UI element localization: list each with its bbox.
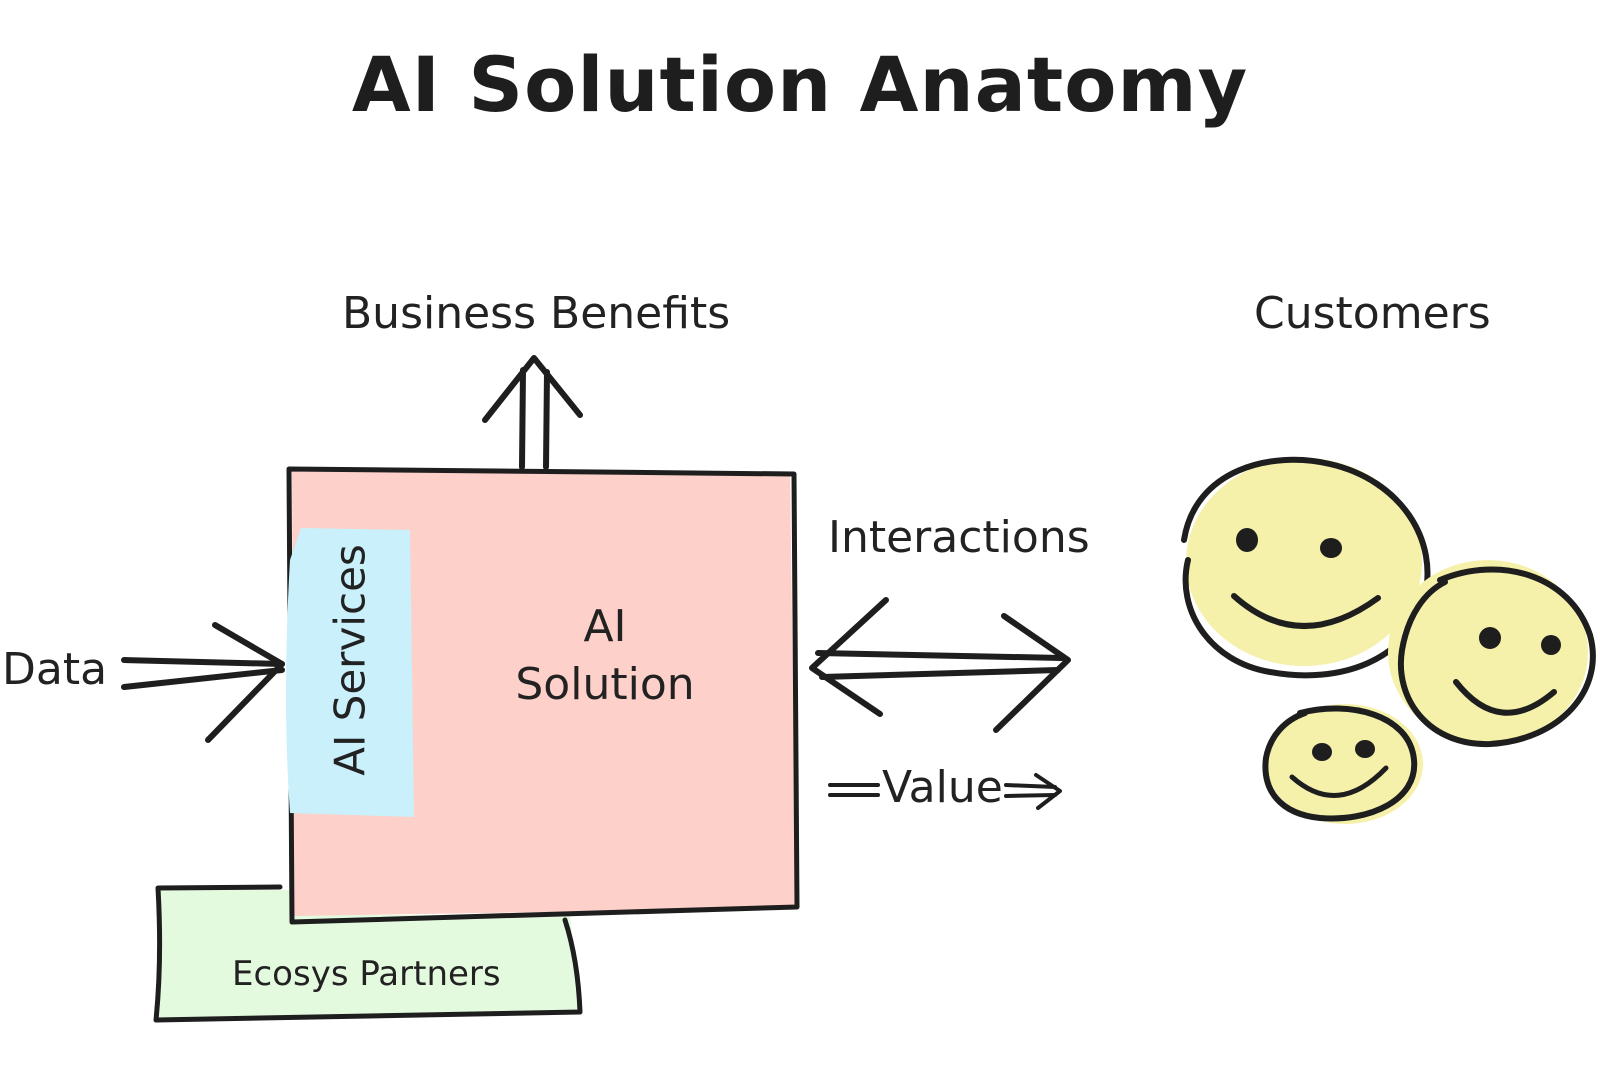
face-outline [1397,566,1596,748]
ai-solution-label-line1: AI [583,601,627,652]
ecosys-outline [153,884,583,1023]
business-benefits-arrow [482,355,583,470]
value-arrow [828,773,1062,810]
interactions-arrow [809,597,1071,733]
ai-solution-fill [292,470,796,916]
data-label: Data [2,644,108,695]
page-title: AI Solution Anatomy [351,40,1249,129]
face-fill [1388,560,1588,744]
face-fill [1186,458,1422,666]
ai-solution-label: AI Solution [480,598,730,714]
ecosys-fill [158,890,580,1018]
value-label: Value [882,762,1003,813]
smiley-face-icon [1262,704,1423,824]
smiley-face-icon [1388,560,1596,748]
ai-services-label: AI Services [325,544,375,776]
ecosys-partners-label: Ecosys Partners [232,954,501,994]
face-fill [1267,704,1423,824]
smiley-face-icon [1181,456,1431,679]
data-arrow [121,622,285,743]
interactions-label: Interactions [828,512,1090,563]
ai-services-box [286,528,414,817]
ai-solution-label-line2: Solution [515,659,695,710]
business-benefits-label: Business Benefits [342,288,731,339]
ecosys-partners-box [153,884,583,1023]
face-outline [1262,705,1418,822]
customers-label: Customers [1254,288,1491,339]
